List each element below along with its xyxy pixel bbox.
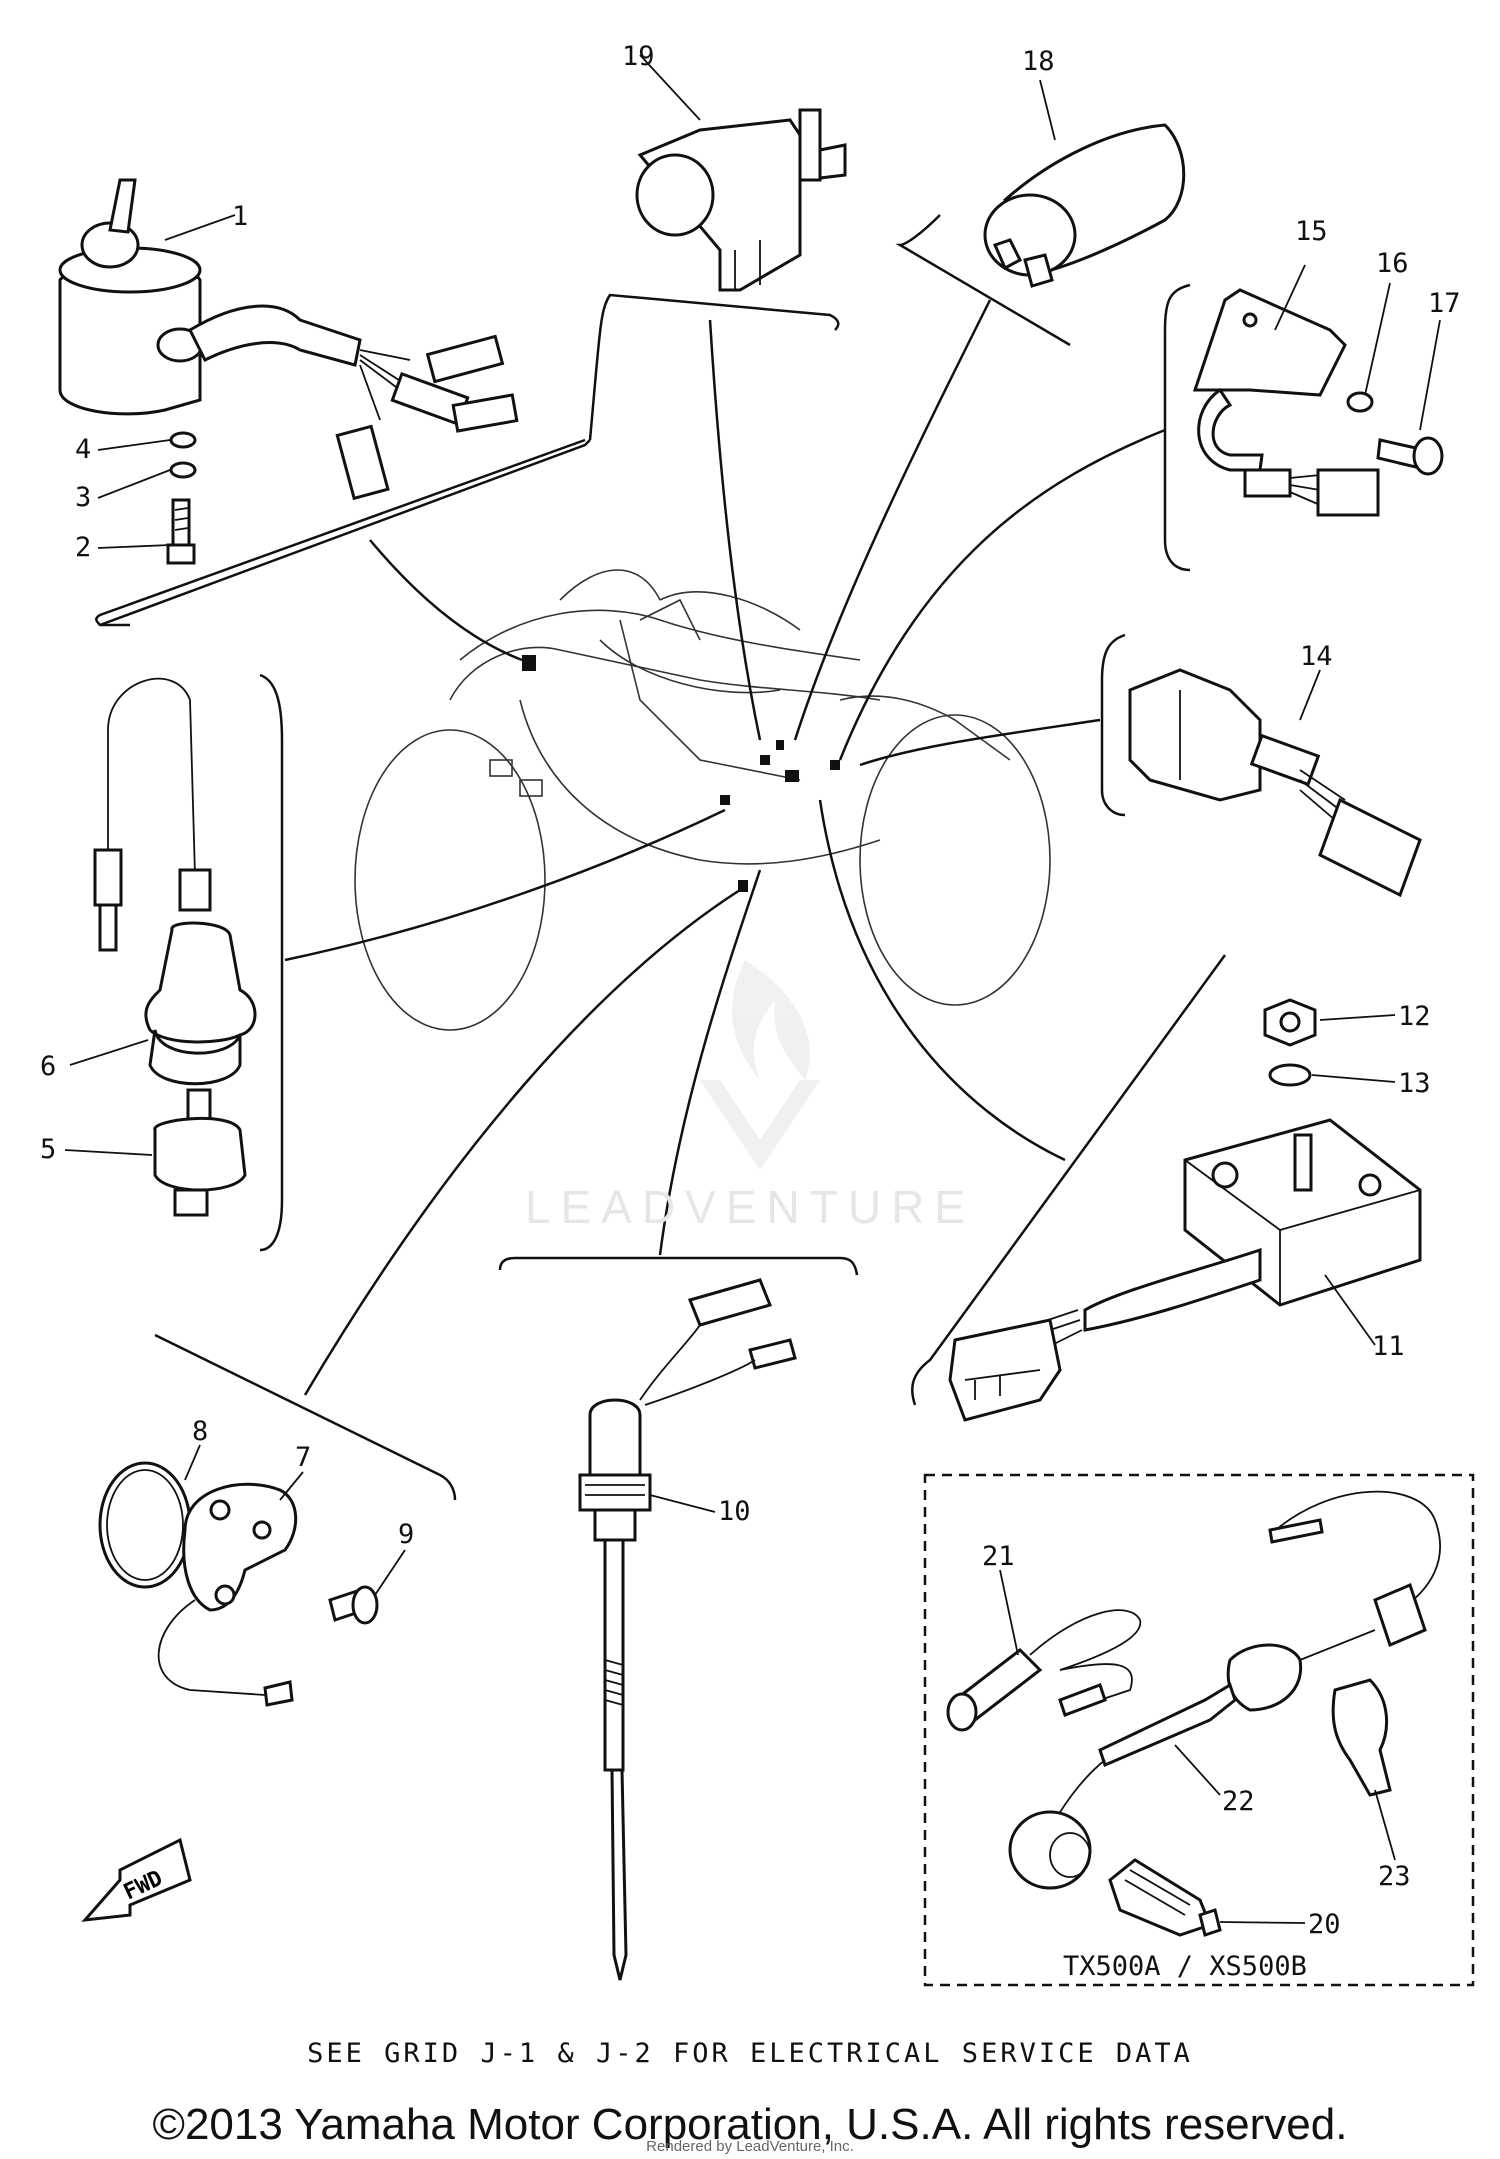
label-15: 15 (1295, 216, 1328, 247)
model-note: TX500A / XS500B (1063, 1951, 1307, 1982)
part-14-connector (1128, 668, 1422, 898)
label-8: 8 (192, 1416, 208, 1447)
label-1: 1 (232, 201, 248, 232)
leader-lines (284, 299, 1166, 1396)
part-11-regulator (948, 998, 1422, 1422)
label-23: 23 (1378, 1861, 1411, 1892)
label-22: 22 (1222, 1786, 1255, 1817)
label-16: 16 (1376, 248, 1409, 279)
label-9: 9 (398, 1519, 414, 1550)
label-5: 5 (40, 1134, 56, 1165)
label-7: 7 (295, 1442, 311, 1473)
optional-parts-box (923, 1473, 1475, 1987)
label-10: 10 (718, 1496, 751, 1527)
label-12: 12 (1398, 1001, 1431, 1032)
part-10-dipstick (578, 1278, 797, 1981)
watermark-logo (700, 960, 820, 1170)
rendered-by-note: Rendered by LeadVenture, Inc. (646, 2138, 854, 2155)
label-20: 20 (1308, 1909, 1341, 1940)
label-14: 14 (1300, 641, 1333, 672)
label-6: 6 (40, 1051, 56, 1082)
label-11: 11 (1372, 1331, 1405, 1362)
group-brackets (95, 214, 1227, 1501)
part-19-relay (635, 108, 847, 292)
label-19: 19 (622, 41, 655, 72)
label-4: 4 (75, 434, 91, 465)
label-18: 18 (1022, 46, 1055, 77)
part-15-sensor (1192, 288, 1444, 517)
motorcycle-outline (354, 569, 1051, 1031)
part-18-flasher (983, 123, 1186, 288)
callout-leaders (64, 54, 1441, 1924)
part-numbers: 1 4 3 2 19 18 15 16 17 14 12 13 11 6 5 8… (40, 41, 1461, 1982)
part-7-neutral-switch (98, 1461, 379, 1707)
part-6-switch (93, 677, 257, 1217)
part-1-main-switch (58, 178, 519, 565)
label-17: 17 (1428, 288, 1461, 319)
fwd-arrow: FWD (81, 1837, 192, 1922)
service-data-note: SEE GRID J-1 & J-2 FOR ELECTRICAL SERVIC… (307, 2038, 1193, 2069)
watermark-text: LEADVENTURE (525, 1181, 975, 1233)
copyright-notice: ©2013 Yamaha Motor Corporation, U.S.A. A… (152, 2100, 1348, 2149)
label-21: 21 (982, 1541, 1015, 1572)
label-3: 3 (75, 482, 91, 513)
harness-connectors (522, 655, 840, 892)
label-2: 2 (75, 532, 91, 563)
label-13: 13 (1398, 1068, 1431, 1099)
